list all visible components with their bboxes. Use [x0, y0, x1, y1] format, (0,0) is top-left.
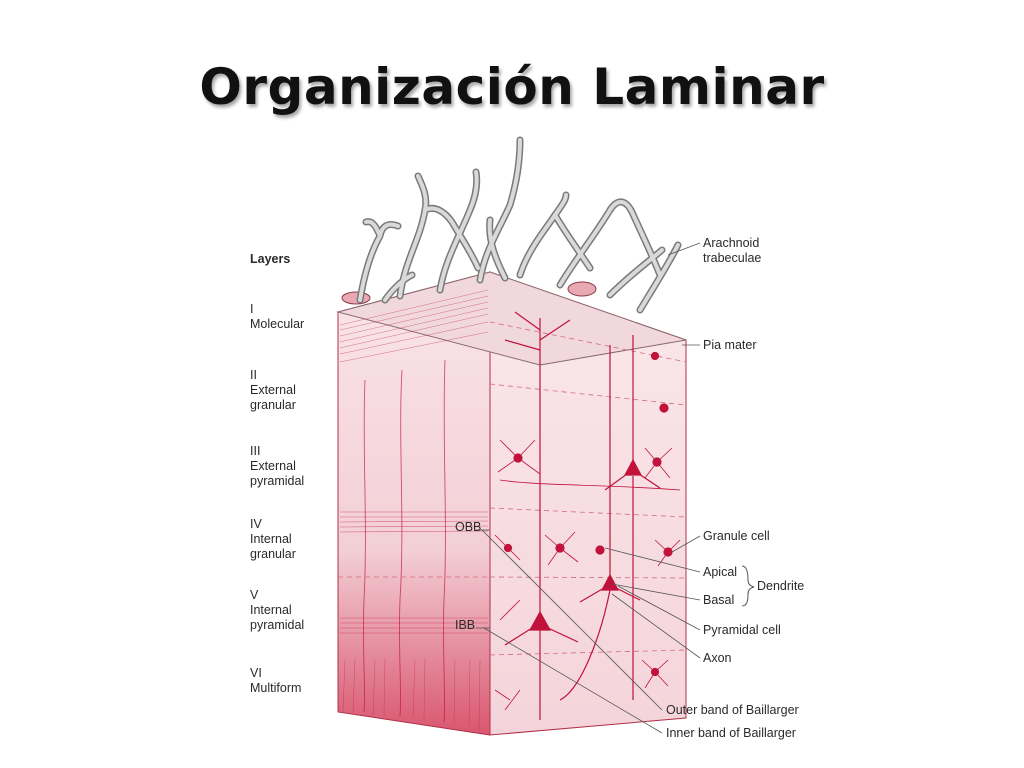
pia-mater-label: Pia mater — [703, 338, 757, 352]
apical-label: Apical — [703, 565, 738, 579]
pyramidal-cell-medium — [624, 458, 642, 476]
basal-label: Basal — [703, 593, 735, 607]
layer-4-label: IV Internal granular — [250, 517, 296, 561]
layer-5-label: V Internal pyramidal — [250, 588, 305, 632]
dendrite-label: Dendrite — [757, 579, 805, 593]
radial-fibres — [362, 359, 446, 723]
layer-3-label: III External pyramidal — [250, 444, 305, 488]
outer-band-fibres — [339, 511, 489, 533]
arachnoid-trabeculae-fill — [358, 138, 680, 312]
arachnoid-trabeculae-label: Arachnoid trabeculae — [703, 236, 762, 265]
outer-band-label: Outer band of Baillarger — [666, 703, 799, 717]
multiform-hatch — [342, 657, 481, 731]
slide-title: Organización Laminar — [199, 58, 825, 116]
dendrite-branches — [494, 439, 681, 711]
molecular-fibres — [339, 289, 489, 363]
layer-6-label: VI Multiform — [250, 666, 302, 695]
pyramidal-cell-label: Pyramidal cell — [703, 623, 781, 637]
axon-label: Axon — [703, 651, 732, 665]
inner-band-label: Inner band of Baillarger — [666, 726, 796, 740]
ibb-label: IBB — [455, 618, 476, 632]
layer-2-label: II External granular — [250, 368, 296, 412]
obb-label: OBB — [455, 520, 482, 534]
layers-heading: Layers — [250, 252, 291, 266]
layer-1-label: I Molecular — [250, 302, 305, 331]
granule-cell-label: Granule cell — [703, 529, 770, 543]
dendrite-brace — [741, 565, 755, 607]
leader-lines — [476, 242, 701, 734]
inner-band-fibres — [340, 617, 488, 634]
